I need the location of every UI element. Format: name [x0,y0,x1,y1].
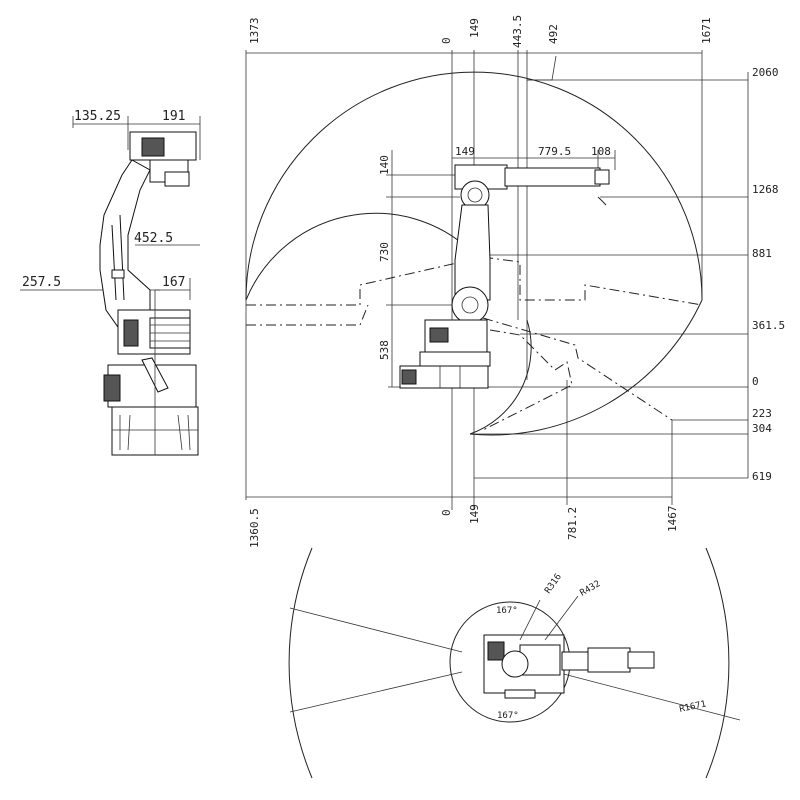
front-bottom-x-781-2: 781.2 [566,507,579,540]
top-angle-upper: 167° [496,606,518,616]
side-dim-167: 167 [162,275,185,290]
front-right-y-304: 304 [752,422,772,435]
front-right-y-881: 881 [752,247,772,260]
front-left-dim-538: 538 [378,340,391,360]
robot-side-silhouette [99,131,199,456]
front-arm-dim-108: 108 [591,145,611,158]
front-right-y-223: 223 [752,407,772,420]
front-top-x-149: 149 [468,18,481,38]
front-arm-dim-779-5: 779.5 [538,145,571,158]
top-outer-arc-right [705,547,730,779]
front-top-x-443-5: 443.5 [511,15,524,48]
front-arm-dim-149: 149 [455,145,475,158]
side-view: 135.25 191 452.5 257.5 167 [20,109,201,456]
front-top-x-492: 492 [547,24,560,44]
robot-top-silhouette [483,595,655,699]
side-dim-135-25: 135.25 [74,109,121,124]
top-radius-r1671: R1671 [679,700,708,715]
front-right-y-2060: 2060 [752,66,779,79]
front-right-y-361-5: 361.5 [752,319,785,332]
top-outer-arc-left [288,547,313,779]
side-dim-452-5: 452.5 [134,231,173,246]
front-bottom-x-1360-5: 1360.5 [248,508,261,548]
top-radius-r432: R432 [579,579,603,599]
front-right-y-619: 619 [752,470,772,483]
top-radius-r316: R316 [543,572,564,596]
front-top-x-1671: 1671 [700,18,713,45]
top-view: 167° 167° R316 R432 R1671 [288,547,741,779]
front-bottom-x-0: 0 [440,509,453,516]
front-bottom-x-149: 149 [468,504,481,524]
top-angle-lower: 167° [497,711,519,721]
robot-front-silhouette [399,164,610,389]
front-right-y-1268: 1268 [752,183,779,196]
front-view: 1373 0 149 443.5 492 1671 2060 1268 881 … [245,15,785,548]
front-left-dim-730: 730 [378,242,391,262]
front-top-x-1373: 1373 [248,18,261,45]
workspace-outer-arc [245,71,703,301]
front-right-y-0: 0 [752,375,759,388]
side-dim-191: 191 [162,109,185,124]
front-bottom-x-1467: 1467 [666,506,679,533]
front-top-x-0: 0 [440,37,453,44]
side-dim-257-5: 257.5 [22,275,61,290]
workspace-left-arc [245,212,471,301]
front-left-dim-140: 140 [378,155,391,175]
